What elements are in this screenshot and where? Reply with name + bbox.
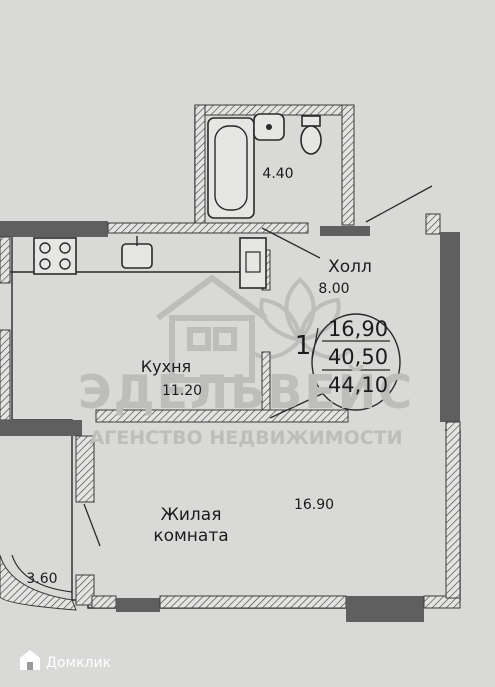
summary-area-without-balcony: 40,50 xyxy=(328,345,388,369)
watermark-title: ЭДЕЛЬВЕЙС xyxy=(78,365,414,419)
watermark-flower-icon xyxy=(248,277,352,360)
summary-living-area: 16,90 xyxy=(328,317,388,341)
kitchen-sink-icon xyxy=(121,236,153,269)
hall-area: 8.00 xyxy=(318,281,349,297)
home-logo-icon xyxy=(20,650,40,670)
living-room-area: 16.90 xyxy=(294,497,334,513)
source-badge-text: Домклик xyxy=(46,655,111,671)
balcony-area: 3.60 xyxy=(26,571,57,587)
boiler-icon xyxy=(239,237,267,289)
bathtub-icon xyxy=(207,117,255,219)
hall-name: Холл xyxy=(328,257,372,277)
living-room-name-line1: Жилая xyxy=(161,505,222,525)
balcony xyxy=(0,554,77,611)
summary-room-count: 1 xyxy=(295,331,312,361)
kitchen-area: 11.20 xyxy=(162,383,202,399)
bathroom-area: 4.40 xyxy=(262,166,293,182)
summary-total-area: 44,10 xyxy=(328,373,388,397)
kitchen-name: Кухня xyxy=(141,357,191,376)
watermark-house-icon xyxy=(156,274,268,383)
walls xyxy=(0,104,461,622)
watermark-subtitle: АГЕНСТВО НЕДВИЖИМОСТИ xyxy=(89,427,402,449)
stove-icon xyxy=(33,237,77,275)
summary-marker xyxy=(311,313,401,411)
toilet-icon xyxy=(300,115,322,155)
doors xyxy=(83,185,433,547)
living-room-name-line2: комната xyxy=(153,526,228,546)
sink-icon xyxy=(253,113,285,141)
source-badge[interactable]: Домклик xyxy=(20,650,111,671)
